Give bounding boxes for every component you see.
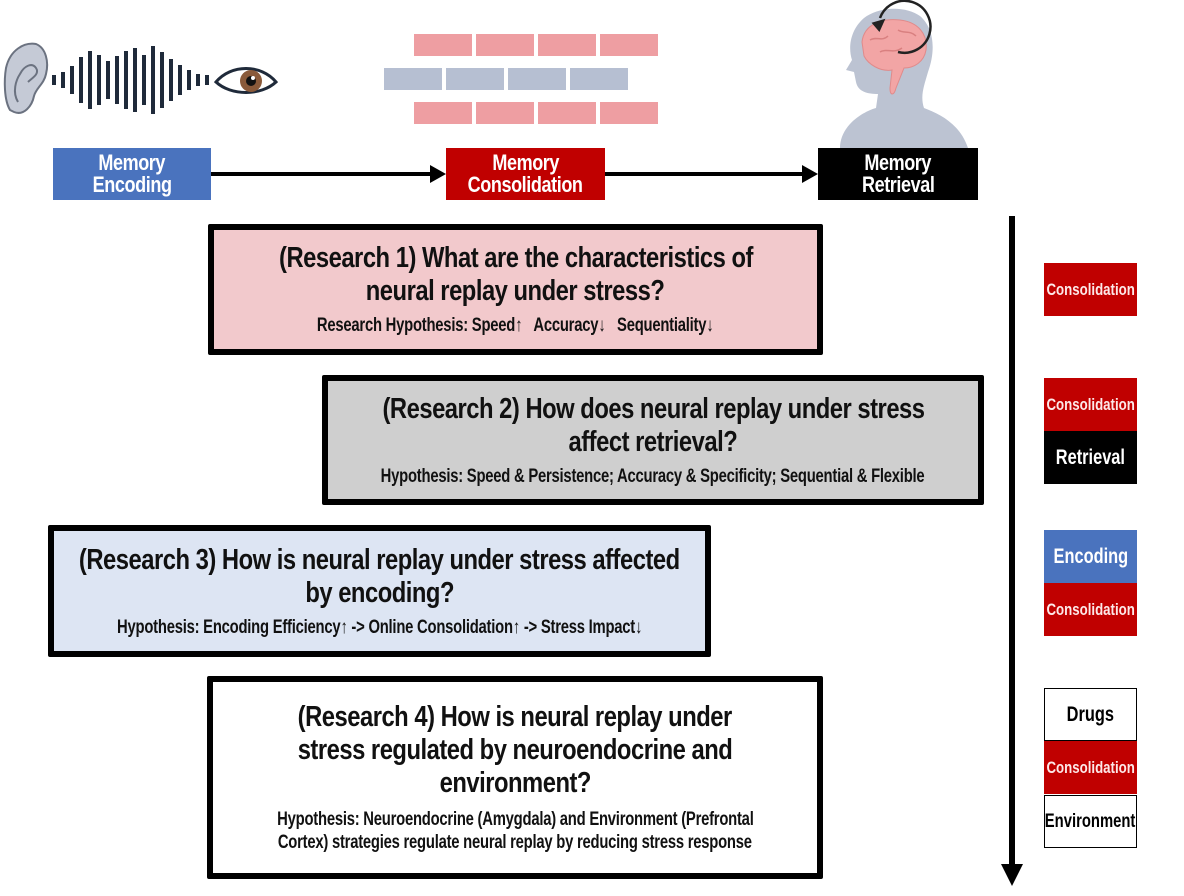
tag-r3-consolidation: Consolidation bbox=[1044, 583, 1137, 636]
brick bbox=[508, 68, 566, 90]
research-hypothesis: Hypothesis: Neuroendocrine (Amygdala) an… bbox=[276, 809, 754, 830]
brick bbox=[600, 102, 658, 124]
sound-wave-bar bbox=[169, 59, 173, 101]
sound-wave-bar bbox=[61, 72, 65, 88]
brick bbox=[446, 68, 504, 90]
arrow-consolidation-to-retrieval bbox=[605, 172, 805, 176]
brick bbox=[570, 68, 628, 90]
tag-r4-environment: Environment bbox=[1044, 795, 1137, 848]
tag-r1-consolidation: Consolidation bbox=[1044, 263, 1137, 316]
sound-wave-bar bbox=[160, 52, 164, 108]
arrowhead-icon bbox=[430, 165, 446, 183]
sound-wave-bar bbox=[178, 65, 182, 95]
stage-label-line1: Memory bbox=[864, 150, 932, 175]
sound-wave-bar bbox=[52, 75, 56, 85]
tag-label: Drugs bbox=[1066, 702, 1115, 726]
tag-r4-consolidation: Consolidation bbox=[1044, 741, 1137, 794]
tag-r2-consolidation: Consolidation bbox=[1044, 378, 1137, 431]
sound-wave-bar bbox=[124, 51, 128, 109]
sound-wave-bar bbox=[142, 55, 146, 105]
stage-label-line2: Encoding bbox=[92, 172, 172, 197]
sound-wave-bar bbox=[115, 56, 119, 104]
research-hypothesis: Research Hypothesis: Speed↑ Accuracy↓ Se… bbox=[317, 315, 714, 336]
brick bbox=[414, 102, 472, 124]
research-3-box: (Research 3) How is neural replay under … bbox=[48, 525, 711, 657]
research-2-box: (Research 2) How does neural replay unde… bbox=[322, 375, 984, 505]
tag-r4-drugs: Drugs bbox=[1044, 688, 1137, 741]
head-brain-replay-icon bbox=[840, 0, 968, 148]
sound-wave-bar bbox=[205, 75, 209, 85]
sound-wave-bar bbox=[70, 66, 74, 94]
tag-label: Consolidation bbox=[1046, 757, 1135, 777]
research-hypothesis: Hypothesis: Speed & Persistence; Accurac… bbox=[381, 465, 925, 487]
arrow-encoding-to-consolidation bbox=[211, 172, 433, 176]
research-hypothesis: Hypothesis: Encoding Efficiency↑ -> Onli… bbox=[116, 616, 643, 638]
ear-icon bbox=[3, 42, 49, 114]
tag-label: Consolidation bbox=[1046, 599, 1135, 619]
research-title: affect retrieval? bbox=[568, 425, 738, 458]
brick bbox=[538, 34, 596, 56]
stage-label-line2: Retrieval bbox=[861, 172, 935, 197]
brick bbox=[476, 102, 534, 124]
tag-label: Consolidation bbox=[1046, 394, 1135, 414]
research-title: stress regulated by neuroendocrine and bbox=[297, 734, 733, 766]
research-title: by encoding? bbox=[305, 576, 454, 609]
brick bbox=[476, 34, 534, 56]
timeline-arrow-shaft bbox=[1009, 216, 1015, 866]
tag-label: Retrieval bbox=[1055, 445, 1126, 469]
brick bbox=[384, 68, 442, 90]
sound-wave-bar bbox=[151, 46, 155, 114]
stage-memory-encoding: Memory Encoding bbox=[53, 148, 211, 200]
sound-wave-bar bbox=[187, 70, 191, 90]
sound-wave-bar bbox=[133, 48, 137, 112]
tag-r3-encoding: Encoding bbox=[1044, 530, 1137, 583]
tag-label: Encoding bbox=[1053, 544, 1128, 568]
tag-label: Consolidation bbox=[1046, 279, 1135, 299]
research-title: neural replay under stress? bbox=[366, 275, 665, 307]
research-title: (Research 3) How is neural replay under … bbox=[79, 543, 680, 576]
sound-wave-bar bbox=[106, 61, 110, 99]
brick bbox=[600, 34, 658, 56]
sound-wave-bar bbox=[196, 74, 200, 86]
brick bbox=[538, 102, 596, 124]
research-title: (Research 1) What are the characteristic… bbox=[278, 242, 753, 274]
stage-memory-retrieval: Memory Retrieval bbox=[818, 148, 978, 200]
stage-label-line1: Memory bbox=[98, 150, 166, 175]
sound-wave-bar bbox=[97, 55, 101, 105]
eye-icon bbox=[213, 67, 279, 94]
brick-wall-icon bbox=[380, 30, 670, 130]
sound-wave-bar bbox=[88, 51, 92, 109]
research-4-box: (Research 4) How is neural replay under … bbox=[207, 676, 823, 879]
stage-memory-consolidation: Memory Consolidation bbox=[446, 148, 605, 200]
sound-wave-icon bbox=[52, 40, 222, 120]
brick bbox=[414, 34, 472, 56]
timeline-arrowhead-icon bbox=[1001, 864, 1023, 886]
tag-r2-retrieval: Retrieval bbox=[1044, 431, 1137, 484]
tag-label: Environment bbox=[1045, 810, 1136, 832]
stage-label-line1: Memory bbox=[492, 150, 559, 175]
arrowhead-icon bbox=[802, 165, 818, 183]
research-title: (Research 4) How is neural replay under bbox=[297, 701, 733, 733]
research-title: environment? bbox=[439, 767, 591, 799]
research-1-box: (Research 1) What are the characteristic… bbox=[208, 224, 823, 355]
sound-wave-bar bbox=[79, 57, 83, 103]
research-hypothesis: Cortex) strategies regulate neural repla… bbox=[278, 832, 752, 853]
research-title: (Research 2) How does neural replay unde… bbox=[381, 392, 925, 425]
stage-label-line2: Consolidation bbox=[468, 172, 583, 197]
